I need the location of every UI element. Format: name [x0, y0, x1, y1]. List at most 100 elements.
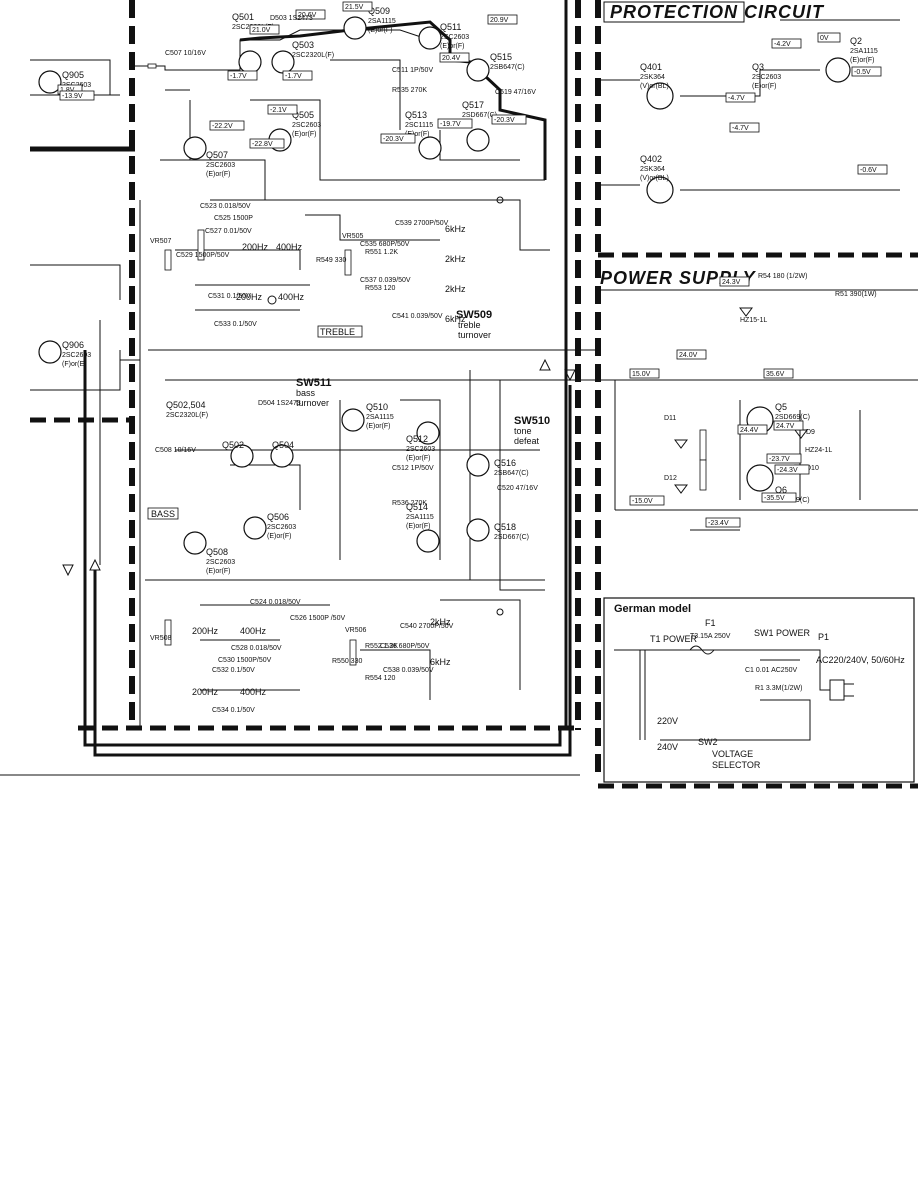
- mains-plug-icon: [829, 679, 854, 701]
- transistor-type-label: (V)or(BL): [640, 175, 669, 182]
- voltage-box: [761, 492, 797, 503]
- q504-symbol: [270, 444, 294, 468]
- transistor-type-label: 2SA1115: [850, 48, 878, 55]
- sw511-desc-1: bass: [296, 388, 316, 398]
- q511-symbol: [418, 26, 442, 50]
- q506-symbol: [243, 516, 267, 540]
- vr507-label: VR507: [150, 238, 172, 245]
- voltage-box: [439, 52, 470, 63]
- freq-label: 6kHz: [430, 657, 451, 667]
- vr508-label: VR508: [150, 635, 172, 642]
- voltage-reading: -13.9V: [62, 93, 83, 100]
- d12-label: D12: [664, 475, 677, 482]
- voltage-reading: 20.4V: [442, 55, 461, 62]
- power-supply-heading: POWER SUPPLY: [600, 268, 757, 288]
- transistor-ref-label: Q6: [775, 485, 787, 495]
- voltage-box: [491, 114, 527, 125]
- transistor-type-label: (E)or(F): [406, 523, 431, 530]
- sw510-desc-2: defeat: [514, 436, 540, 446]
- part-value-label: R535 270K: [392, 87, 427, 94]
- transistor-type-label: 2SC1115: [405, 122, 433, 129]
- transistor-type-label: 2SA1115: [366, 414, 394, 421]
- transistor-type-label: 2SC2603: [206, 559, 235, 566]
- transistor-type-label: 2SC2320L(F): [166, 412, 208, 419]
- frequency-labels: 200Hz 400Hz 200Hz 400Hz 200Hz 400Hz 200H…: [192, 224, 466, 697]
- freq-label: 400Hz: [278, 292, 305, 302]
- freq-label: 2kHz: [430, 617, 451, 627]
- q402-symbol: [646, 176, 674, 204]
- transistor-type-label: 2SA1115: [406, 514, 434, 521]
- transistor-type-label: 2SB647(C): [490, 64, 525, 71]
- part-value-label: C541 0.039/50V: [392, 313, 443, 320]
- v220-label: 220V: [657, 716, 678, 726]
- transistor-ref-label: Q507: [206, 150, 228, 160]
- transistor-type-label: (E)or(F): [366, 423, 391, 430]
- sw2-desc-selector: SELECTOR: [712, 760, 761, 770]
- voltage-box: [342, 1, 373, 12]
- q905-symbol: [38, 70, 62, 94]
- german-model-box: [603, 597, 915, 783]
- transistor-type-label: 2SC2603: [267, 524, 296, 531]
- voltage-box: [774, 464, 810, 475]
- arrow-down-marker: [539, 358, 551, 371]
- sw511-desc-2: turnover: [296, 398, 329, 408]
- left-return-bus: [83, 350, 562, 747]
- voltage-box: [227, 70, 258, 81]
- vr506-label: VR506: [345, 627, 367, 634]
- c1-label: C1 0.01 AC250V: [745, 667, 797, 674]
- transistor-ref-label: Q509: [368, 6, 390, 16]
- d10-label: D10: [806, 465, 819, 472]
- transistor-type-label: 2SC2320L(F): [292, 52, 334, 59]
- voltage-box: [282, 70, 313, 81]
- part-value-label: C508 10/16V: [155, 447, 196, 454]
- q509-symbol: [343, 16, 367, 40]
- transistor-ref-label: Q506: [267, 512, 289, 522]
- transistor-ref-label: Q3: [752, 62, 764, 72]
- sw510-desc-1: tone: [514, 426, 532, 436]
- voltage-box: [729, 122, 760, 133]
- part-value-label: C526 1500P /50V: [290, 615, 345, 622]
- german-model-inset: German model T1 POWER F1 T3.15A 250V SW1…: [603, 597, 915, 783]
- hz24-label: HZ24-1L: [805, 447, 832, 454]
- part-value-label: C532 0.1/50V: [212, 667, 255, 674]
- voltage-box: [766, 453, 802, 464]
- transistor-ref-label: Q501: [232, 12, 254, 22]
- part-value-label: C512 1P/50V: [392, 465, 434, 472]
- sw511-label: SW511: [296, 377, 331, 389]
- q513-symbol: [418, 136, 442, 160]
- freq-label: 200Hz: [242, 242, 269, 252]
- voltage-labels: 21.0V20.6V21.5V-1.7V-1.7V-2.1V-22.2V-22.…: [57, 1, 888, 528]
- german-primary-wire: [614, 645, 830, 691]
- voltage-box: [705, 517, 741, 528]
- freq-label: 400Hz: [240, 687, 267, 697]
- voltage-box: [737, 424, 768, 435]
- transistor-symbols: [38, 16, 851, 555]
- transistor-ref-label: Q513: [405, 110, 427, 120]
- voltage-reading: -24.3V: [777, 467, 798, 474]
- sw510-label: SW510: [514, 415, 550, 427]
- psu-labels: R54 180 (1/2W) R51 390(1W) HZ15-1L HZ24-…: [664, 273, 877, 482]
- control-labels: BASS TREBLE SW511 bass turnover SW509 tr…: [147, 233, 550, 642]
- voltage-reading: -20.3V: [383, 136, 404, 143]
- sw2-desc-voltage: VOLTAGE: [712, 749, 753, 759]
- part-value-label: C520 47/16V: [497, 485, 538, 492]
- voltage-reading: 35.6V: [766, 371, 785, 378]
- voltage-reading: -4.2V: [774, 41, 791, 48]
- voltage-reading: 15.0V: [632, 371, 651, 378]
- v240-label: 240V: [657, 742, 678, 752]
- transistor-type-label: 2SA1115: [368, 18, 396, 25]
- voltage-reading: -1.7V: [230, 73, 247, 80]
- transistor-type-label: (E)or(F): [752, 83, 777, 90]
- transistor-ref-label: Q517: [462, 100, 484, 110]
- treble-label: TREBLE: [320, 327, 355, 337]
- voltage-reading: 1.8V: [60, 87, 75, 94]
- q507-symbol: [183, 136, 207, 160]
- transistor-type-label: 2SC2603: [406, 446, 435, 453]
- transistor-ref-label: Q503: [292, 40, 314, 50]
- part-value-label: D504 1S2473: [258, 400, 301, 407]
- q514-symbol: [416, 529, 440, 553]
- voltage-reading: 21.0V: [252, 27, 271, 34]
- p1-label: P1: [818, 632, 829, 642]
- part-value-label: C525 1500P: [214, 215, 253, 222]
- voltage-reading: 24.4V: [740, 427, 759, 434]
